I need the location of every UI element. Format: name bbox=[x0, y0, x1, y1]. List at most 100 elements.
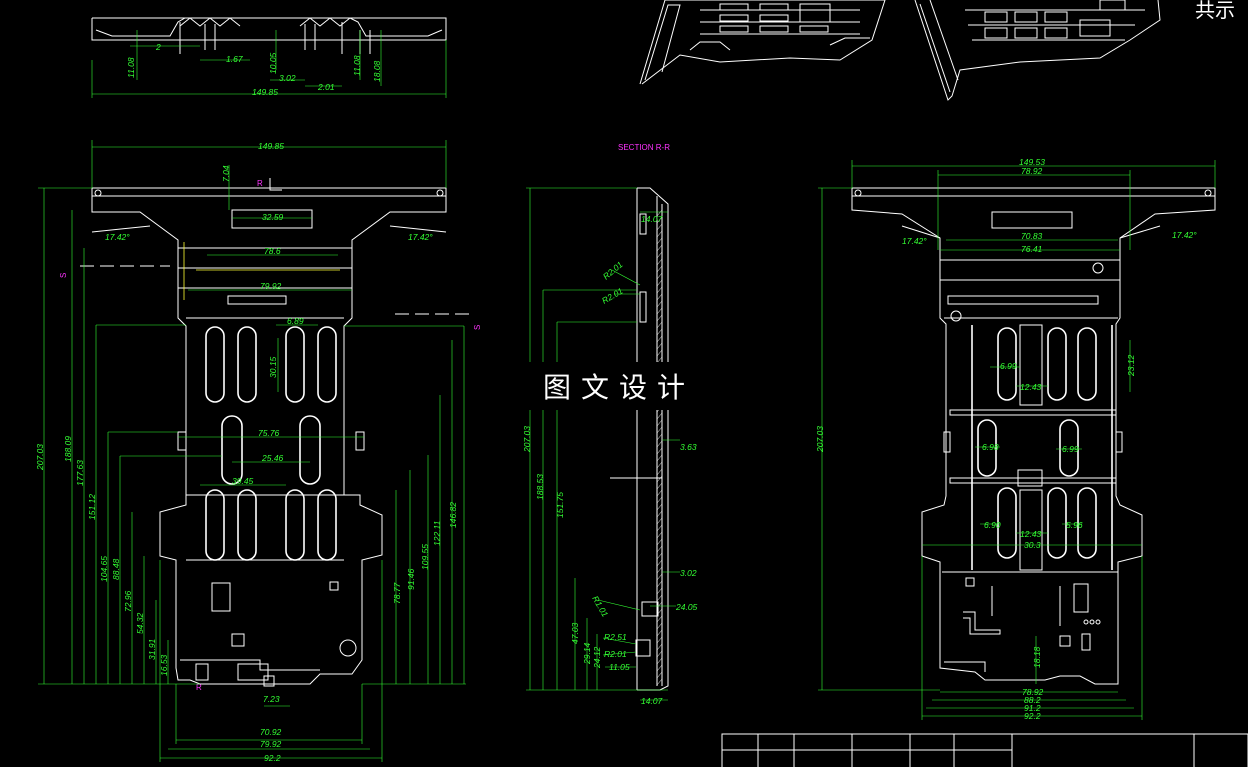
hatch-line bbox=[656, 636, 663, 644]
dim-label: 31.91 bbox=[147, 638, 157, 660]
hatch-line bbox=[656, 244, 663, 252]
back-crossbar bbox=[949, 409, 1117, 416]
dim-label: 2 bbox=[155, 42, 161, 52]
dim-label: 104.65 bbox=[99, 556, 109, 582]
front-oval-slot bbox=[205, 489, 225, 561]
leader bbox=[597, 599, 641, 611]
back-clip bbox=[1115, 431, 1123, 453]
section-view: SECTION R-R 14.07 R2.01 R2 bbox=[522, 143, 698, 706]
watermark: 图文设计 bbox=[543, 371, 695, 404]
dim-label: 78.92 bbox=[1021, 166, 1043, 176]
hatch-line bbox=[656, 559, 663, 567]
hatch-line bbox=[656, 251, 663, 259]
dim-label: R2.01 bbox=[604, 649, 627, 659]
dim-label: 7.23 bbox=[263, 694, 280, 704]
title-block-frame bbox=[721, 733, 1248, 767]
hatch-line bbox=[656, 615, 663, 623]
dim-label: 18.08 bbox=[372, 60, 382, 82]
iso-block bbox=[799, 3, 831, 23]
front-oval-slot bbox=[221, 415, 243, 485]
isometric-view-2 bbox=[914, 0, 1161, 101]
dim-label: 17.42° bbox=[902, 236, 927, 246]
back-oval-slot bbox=[1059, 419, 1079, 477]
hatch-line bbox=[656, 496, 663, 504]
hatch-line bbox=[656, 538, 663, 546]
iso-edge bbox=[644, 4, 681, 81]
back-oval-slot bbox=[997, 327, 1017, 401]
dim-label: 54.32 bbox=[135, 612, 145, 634]
dim-label: 188.53 bbox=[535, 474, 545, 500]
hatch-line bbox=[656, 314, 663, 322]
hatch-line bbox=[656, 223, 663, 231]
hatch-line bbox=[656, 664, 663, 672]
dim-label: 78.6 bbox=[264, 246, 281, 256]
dim-label: 14.07 bbox=[641, 214, 663, 224]
back-dot bbox=[1083, 619, 1089, 625]
front-clip bbox=[355, 431, 365, 451]
hatch-line bbox=[656, 237, 663, 245]
hatch-line bbox=[656, 552, 663, 560]
hatch-line bbox=[656, 475, 663, 483]
dim-label: R2.01 bbox=[601, 259, 625, 281]
dim-label: 2.01 bbox=[317, 82, 335, 92]
angle-leader bbox=[389, 225, 447, 233]
section-notch bbox=[635, 639, 651, 657]
section-mark: S bbox=[59, 273, 68, 278]
dim-label: 6.89 bbox=[287, 316, 304, 326]
dim-label: 70.83 bbox=[1021, 231, 1043, 241]
title-block bbox=[721, 733, 1248, 767]
back-pad bbox=[1073, 583, 1089, 613]
dim-label: 79.92 bbox=[260, 281, 282, 291]
back-oval-slot bbox=[977, 419, 997, 477]
iso-slot bbox=[759, 3, 789, 11]
hatch-line bbox=[656, 594, 663, 602]
iso-edge bbox=[929, 0, 959, 81]
front-pad bbox=[211, 582, 231, 612]
corner-text: 共示 bbox=[1195, 0, 1235, 22]
dim-label: 149.53 bbox=[1019, 157, 1045, 167]
back-pad bbox=[1081, 633, 1091, 651]
dim-label: 30.15 bbox=[268, 356, 278, 378]
hatch-line bbox=[656, 678, 663, 686]
front-view: R R S S bbox=[35, 140, 482, 763]
front-top-slot bbox=[231, 209, 313, 229]
dim-label: 17.42° bbox=[105, 232, 130, 242]
dim-label: 75.76 bbox=[258, 428, 280, 438]
dim-label: 6.99 bbox=[1062, 444, 1079, 454]
back-view: 149.53 78.92 17.42° 17.42° 70.83 76.41 2… bbox=[815, 157, 1216, 721]
back-oval-slot bbox=[997, 487, 1017, 559]
hatch-line bbox=[656, 657, 663, 665]
section-mark: S bbox=[473, 325, 482, 330]
hatch-line bbox=[656, 433, 663, 441]
hatch-line bbox=[656, 671, 663, 679]
hatch-line bbox=[656, 321, 663, 329]
dim-label: 188.09 bbox=[63, 436, 73, 462]
dim-label: 6.90 bbox=[984, 520, 1001, 530]
front-clip bbox=[177, 431, 187, 451]
front-foot bbox=[237, 663, 269, 681]
iso-block bbox=[1099, 0, 1126, 11]
hatch-line bbox=[656, 335, 663, 343]
hatch-line bbox=[656, 230, 663, 238]
back-oval-slot bbox=[1047, 487, 1067, 559]
leader bbox=[611, 269, 641, 286]
top-view-outline bbox=[91, 17, 447, 41]
dim-label: 78.92 bbox=[1022, 687, 1044, 697]
dim-label: 149.85 bbox=[252, 87, 278, 97]
dim-label: 18.18 bbox=[1032, 646, 1042, 668]
hatch-line bbox=[656, 440, 663, 448]
dim-label: 16.53 bbox=[159, 654, 169, 676]
dim-label: 3.02 bbox=[680, 568, 697, 578]
hatch-line bbox=[656, 342, 663, 350]
dim-label: 76.41 bbox=[1021, 244, 1043, 254]
iso-slot bbox=[799, 25, 829, 33]
dim-label: 7.04 bbox=[221, 165, 231, 182]
hatch-line bbox=[656, 454, 663, 462]
dim-label: 91.2 bbox=[1024, 703, 1041, 713]
front-oval-slot bbox=[285, 326, 305, 403]
hatch-line bbox=[656, 447, 663, 455]
back-band-inner bbox=[947, 295, 1099, 305]
dim-label: 109.55 bbox=[420, 544, 430, 570]
back-pad-shape bbox=[963, 611, 1001, 635]
